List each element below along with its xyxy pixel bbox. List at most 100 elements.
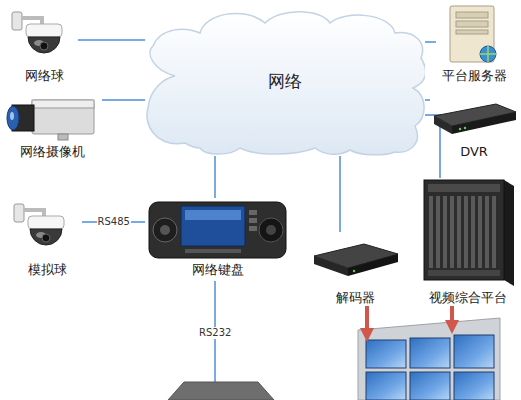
icon-part: [348, 254, 398, 276]
icon-part: [459, 128, 461, 130]
icon-part: [429, 196, 496, 268]
icon-part: [504, 180, 514, 286]
video-platform: 视频综合平台: [418, 178, 518, 306]
signal-label: RS232: [198, 327, 232, 339]
link-label: RS485: [97, 216, 131, 228]
icon-part: [12, 12, 22, 30]
video-wall-frame: [358, 318, 500, 400]
network-keyboard: 网络键盘: [145, 198, 290, 278]
icon-part: [471, 196, 475, 268]
device-icon: [436, 4, 512, 66]
icon-part: [457, 196, 461, 268]
icon-part: [428, 270, 500, 276]
network-link: [214, 156, 216, 198]
icon-part: [456, 30, 488, 34]
network-camera: 网络摄像机: [2, 92, 102, 160]
device-label: 网络球: [10, 68, 78, 84]
icon-part: [314, 256, 348, 276]
icon-part: [443, 196, 447, 268]
device-label: 网络键盘: [145, 262, 290, 278]
device-icon: [2, 92, 102, 142]
icon-part: [478, 196, 482, 268]
icon-part: [153, 218, 177, 242]
device-label: 平台服务器: [436, 68, 512, 84]
icon-part: [185, 249, 241, 253]
device-label: 模拟球: [12, 262, 82, 278]
icon-part: [365, 306, 369, 330]
device-label: 网络摄像机: [2, 144, 102, 160]
device-label: DVR: [430, 144, 518, 160]
icon-part: [456, 12, 488, 18]
icon-part: [424, 180, 504, 280]
icon-part: [366, 340, 406, 368]
icon-part: [160, 225, 170, 235]
icon-part: [7, 106, 19, 130]
device-label: 解码器: [308, 290, 403, 306]
device-icon: [145, 198, 290, 260]
icon-part: [30, 229, 62, 245]
icon-part: [429, 196, 433, 268]
device-icon: [10, 8, 78, 66]
icon-part: [485, 196, 489, 268]
icon-part: [454, 335, 494, 368]
icon-part: [249, 226, 257, 231]
icon-part: [480, 46, 496, 62]
decoder-device: 解码器: [308, 232, 403, 306]
icon-part: [464, 196, 468, 268]
icon-part: [410, 372, 450, 400]
icon-part: [436, 196, 440, 268]
icon-part: [434, 116, 452, 134]
icon-part: [32, 100, 94, 134]
icon-part: [454, 372, 494, 400]
icon-part: [450, 196, 454, 268]
icon-part: [10, 112, 14, 120]
network-dome-camera: 网络球: [10, 8, 78, 84]
device-icon: [308, 232, 403, 288]
icon-part: [353, 270, 355, 272]
network-link: [102, 99, 145, 101]
device-icon: [430, 92, 518, 142]
analog-dome-camera: 模拟球: [12, 200, 82, 278]
icon-part: [28, 37, 60, 53]
icon-part: [456, 21, 488, 27]
icon-part: [40, 42, 48, 50]
icon-part: [42, 234, 50, 242]
dvr-device: DVR: [430, 92, 518, 160]
icon-part: [480, 46, 496, 62]
network-cloud: 网络: [145, 8, 425, 156]
network-link: [78, 39, 145, 41]
icon-part: [360, 328, 374, 342]
icon-part: [149, 202, 286, 258]
video-wall-screens: [366, 335, 494, 400]
icon-part: [32, 100, 94, 108]
icon-part: [259, 218, 283, 242]
icon-part: [445, 320, 459, 334]
network-link: [425, 99, 430, 101]
bottom-device: [168, 382, 274, 400]
device-label: 视频综合平台: [418, 290, 518, 306]
icon-part: [249, 218, 257, 223]
icon-part: [249, 210, 257, 215]
icon-part: [464, 127, 466, 129]
icon-part: [58, 134, 68, 140]
icon-part: [28, 216, 64, 229]
network-link: [339, 156, 341, 232]
icon-part: [181, 206, 245, 246]
platform-server: 平台服务器: [436, 4, 512, 84]
icon-part: [410, 338, 450, 368]
output-arrows: [360, 306, 459, 342]
icon-part: [185, 210, 241, 220]
icon-part: [428, 184, 500, 192]
icon-part: [492, 196, 496, 268]
cloud-label: 网络: [145, 70, 425, 93]
device-icon: [12, 200, 82, 260]
icon-part: [26, 24, 62, 37]
icon-part: [450, 306, 454, 322]
network-link: [425, 41, 436, 43]
icon-part: [266, 225, 276, 235]
icon-part: [452, 112, 516, 134]
icon-part: [14, 204, 24, 222]
device-icon: [418, 178, 518, 288]
icon-part: [366, 372, 406, 400]
